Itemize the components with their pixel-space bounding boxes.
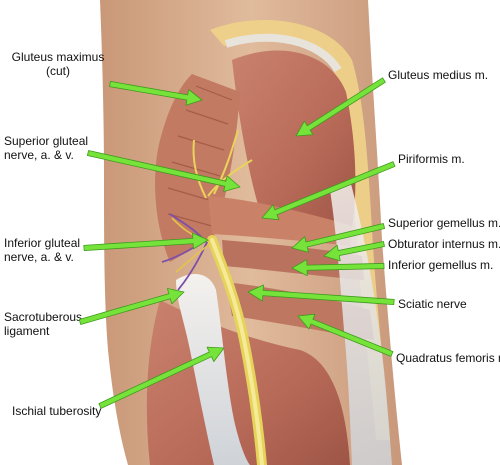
- arrow-gluteus-medius: [295, 77, 386, 137]
- arrow-inferior-gluteal: [83, 232, 209, 252]
- label-superior-gemellus: Superior gemellus m.: [388, 216, 500, 230]
- label-piriformis: Piriformis m.: [398, 152, 465, 166]
- arrow-inferior-gemellus: [291, 259, 385, 277]
- label-sacrotuberous: Sacrotuberous ligament: [4, 310, 83, 338]
- arrow-sacrotuberous: [78, 288, 185, 325]
- sacrotuberous-ligament: [176, 274, 250, 465]
- arrow-quadratus-femoris: [297, 313, 394, 357]
- piriformis-muscle: [208, 196, 352, 246]
- label-obturator-internus: Obturator internus m.: [388, 237, 500, 251]
- label-superior-gluteal: Superior gluteal nerve, a. & v.: [4, 134, 89, 162]
- arrow-piriformis: [261, 161, 396, 221]
- superior-gluteal-nerve: [192, 129, 253, 199]
- label-ischial-tuberosity: Ischial tuberosity: [12, 404, 102, 418]
- label-inferior-gluteal: Inferior gluteal nerve, a. & v.: [4, 236, 81, 264]
- label-inferior-gemellus: Inferior gemellus m.: [388, 258, 494, 272]
- fascia-line: [224, 33, 342, 73]
- arrow-obturator-internus: [323, 241, 385, 262]
- label-sciatic-nerve: Sciatic nerve: [398, 297, 467, 311]
- label-gluteus-medius: Gluteus medius m.: [388, 68, 489, 82]
- gluteus-medius-muscle: [232, 50, 356, 228]
- arrow-superior-gluteal: [87, 150, 241, 192]
- label-gluteus-maximus: Gluteus maximus (cut): [11, 50, 105, 78]
- arrow-superior-gemellus: [291, 223, 386, 253]
- arrow-gluteus-maximus: [109, 81, 203, 106]
- arrow-sciatic-nerve: [247, 284, 395, 306]
- label-quadratus-femoris: Quadratus femoris m.: [396, 351, 500, 365]
- arrow-ischial-tuberosity: [98, 346, 225, 409]
